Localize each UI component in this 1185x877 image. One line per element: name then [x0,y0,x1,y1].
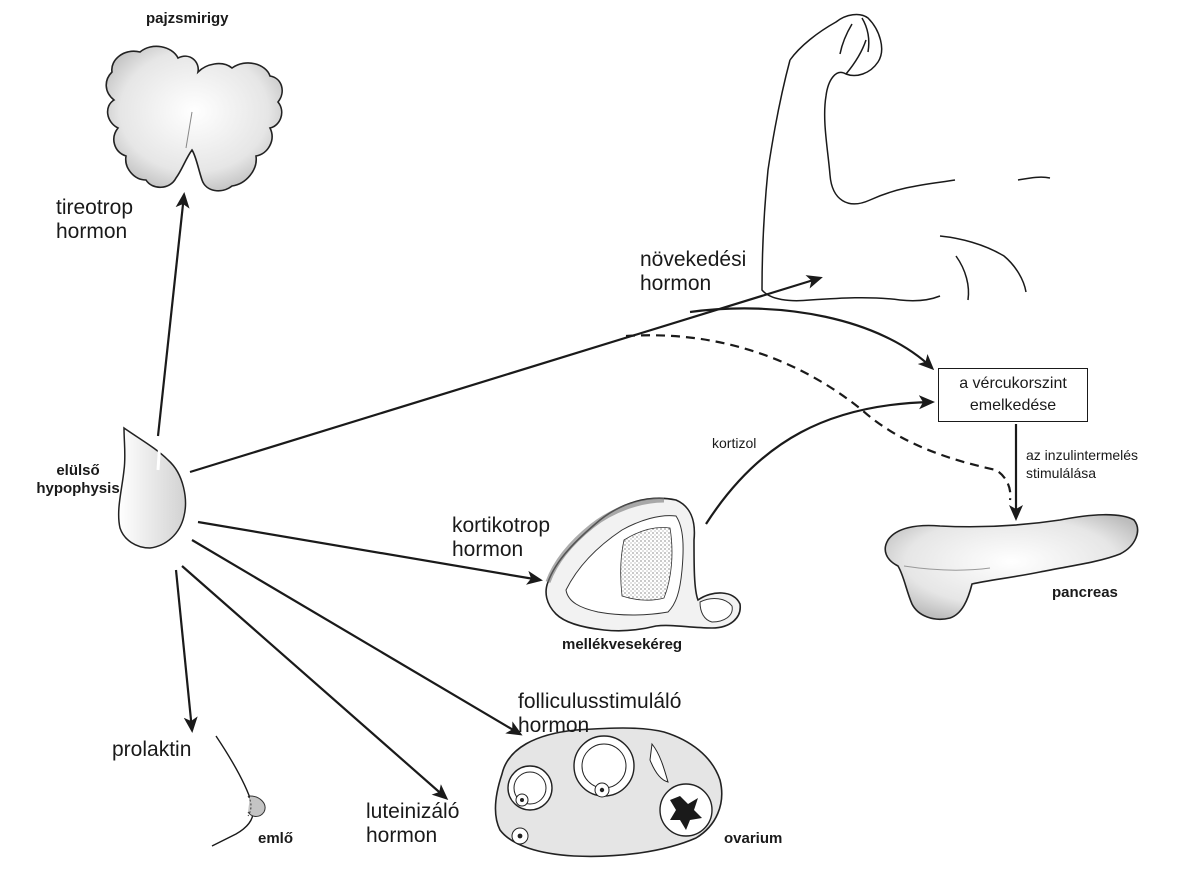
breast-label: emlő [258,830,293,847]
acth-label-line1: kortikotrop [452,514,550,538]
arrow-prolactin [176,570,192,730]
tsh-label: tireotrop hormon [56,196,133,244]
ovary-label: ovarium [724,830,782,847]
acth-label-line2: hormon [452,538,550,562]
insulin-label: az inzulintermelés stimulálása [1026,446,1138,482]
pituitary-label-line2: hypophysis [30,480,126,498]
pancreas-illustration [885,515,1137,620]
tsh-label-line2: hormon [56,220,133,244]
fsh-label-line1: folliculusstimuláló [518,690,681,714]
blood-sugar-line2: emelkedése [939,395,1087,417]
thyroid-label: pajzsmirigy [146,10,229,27]
fsh-label: folliculusstimuláló hormon [518,690,681,738]
arm-illustration [762,15,1050,301]
lh-label-line2: hormon [366,824,459,848]
prolactin-label: prolaktin [112,738,191,762]
blood-sugar-line1: a vércukorszint [939,373,1087,395]
arrow-gh-to-bloodsugar [690,308,932,368]
arrow-lh [182,566,446,798]
pituitary-illustration [119,428,186,548]
pancreas-label: pancreas [1052,584,1118,601]
tsh-label-line1: tireotrop [56,196,133,220]
gh-label-line1: növekedési [640,248,746,272]
thyroid-illustration [106,46,282,190]
cortisol-label: kortizol [712,434,756,452]
adrenal-label: mellékvesekéreg [562,636,682,653]
arrow-cortisol [706,402,932,524]
fsh-label-line2: hormon [518,714,681,738]
lh-label-line1: luteinizáló [366,800,459,824]
gh-label: növekedési hormon [640,248,746,296]
arrow-tsh [158,195,184,436]
insulin-label-line2: stimulálása [1026,464,1138,482]
acth-label: kortikotrop hormon [452,514,550,562]
ovary-illustration [496,728,722,856]
insulin-label-line1: az inzulintermelés [1026,446,1138,464]
gh-label-line2: hormon [640,272,746,296]
blood-sugar-box: a vércukorszint emelkedése [938,368,1088,422]
pituitary-label: elülső hypophysis [30,462,126,498]
lh-label: luteinizáló hormon [366,800,459,848]
pituitary-label-line1: elülső [30,462,126,480]
